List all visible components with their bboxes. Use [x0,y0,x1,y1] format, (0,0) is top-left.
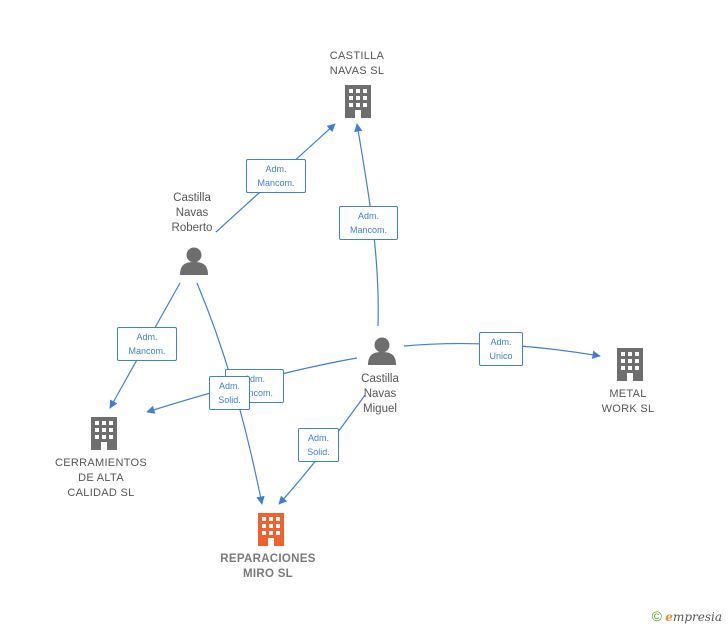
brand-logo: © empresia [652,608,722,624]
building-icon [258,513,284,546]
node-cerramientos[interactable]: CERRAMIENTOS DE ALTA CALIDAD SL [54,457,148,499]
building-icon [91,417,117,450]
copyright-icon: © [651,608,662,624]
edge-label: Adm. Unico [479,332,523,366]
brand-name: mpresia [672,610,722,624]
edge-label: Adm. Mancom. [117,327,177,361]
node-person-miguel[interactable]: Castilla Navas Miguel [361,373,399,415]
building-icon [345,85,371,118]
node-metal-work[interactable]: METAL WORK SL [601,388,655,415]
edge-label: Adm. Mancom. [246,159,306,193]
edge-label: Adm. Solid. [298,428,339,462]
building-icon [617,348,643,381]
edge-label: Adm. Mancom. [339,206,398,240]
edge-label: Adm. Solid. [209,376,250,410]
node-reparaciones-miro[interactable]: REPARACIONES MIRO SL [220,553,316,580]
node-castilla-navas-sl[interactable]: CASTILLA NAVAS SL [329,50,385,77]
brand-initial: e [665,610,673,624]
person-icon [368,337,396,365]
node-person-roberto[interactable]: Castilla Navas Roberto [171,192,213,234]
person-icon [180,247,208,275]
